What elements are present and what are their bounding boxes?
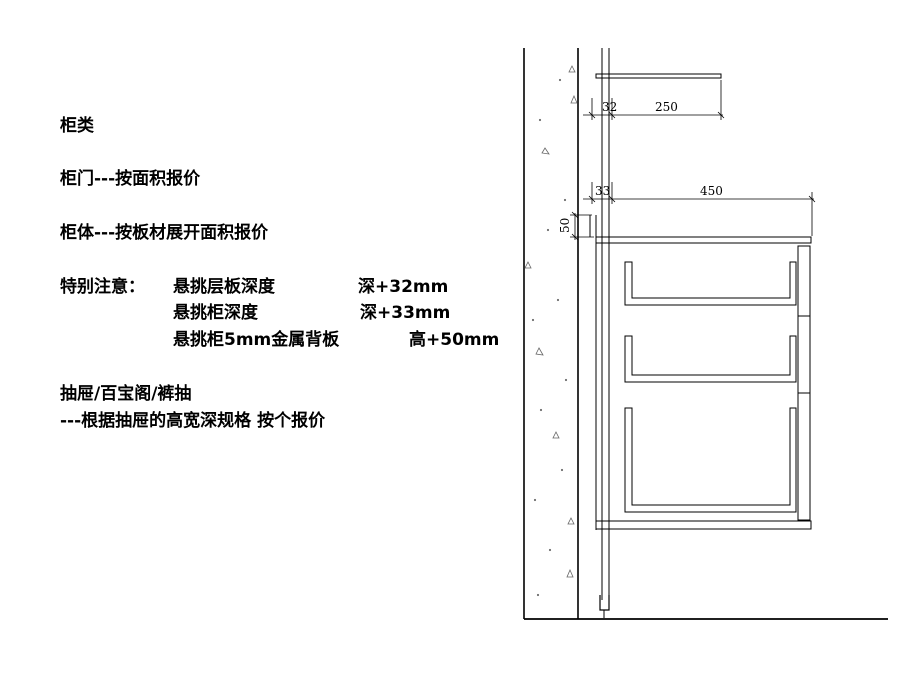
note-cabinet-value: 深+33mm [360, 303, 451, 323]
dim-shelf-depth: 250 [655, 100, 678, 114]
hanging-cabinet [589, 215, 812, 530]
support-post [599, 48, 610, 618]
wall [523, 48, 888, 620]
dim-shelf-offset: 32 [602, 100, 617, 114]
heading: 柜类 [60, 116, 94, 136]
note-backplate-value: 高+50mm [409, 330, 500, 350]
drawer-1 [624, 261, 797, 306]
drawer-title: 抽屉/百宝阁/裤抽 [60, 384, 192, 404]
dim-cabinet-depth: 450 [700, 184, 723, 198]
dim-cabinet-offset: 33 [595, 184, 610, 198]
drawer-pricing: ---根据抽屉的高宽深规格 按个报价 [60, 411, 326, 431]
hanging-shelf [595, 73, 722, 79]
door-pricing: 柜门---按面积报价 [60, 169, 201, 189]
wall-concrete-hatch [524, 65, 578, 597]
dim-backplate-height: 50 [558, 218, 572, 233]
note-shelf-value: 深+32mm [358, 277, 449, 297]
note-cabinet-label: 悬挑柜深度 [173, 303, 258, 323]
dimension-lines [570, 80, 816, 241]
notes-label: 特别注意： [60, 277, 145, 297]
note-shelf-label: 悬挑层板深度 [173, 277, 275, 297]
note-backplate-label: 悬挑柜5mm金属背板 [173, 330, 340, 350]
drawer-3 [624, 407, 797, 513]
drawer-2 [624, 335, 797, 383]
body-pricing: 柜体---按板材展开面积报价 [60, 223, 269, 243]
